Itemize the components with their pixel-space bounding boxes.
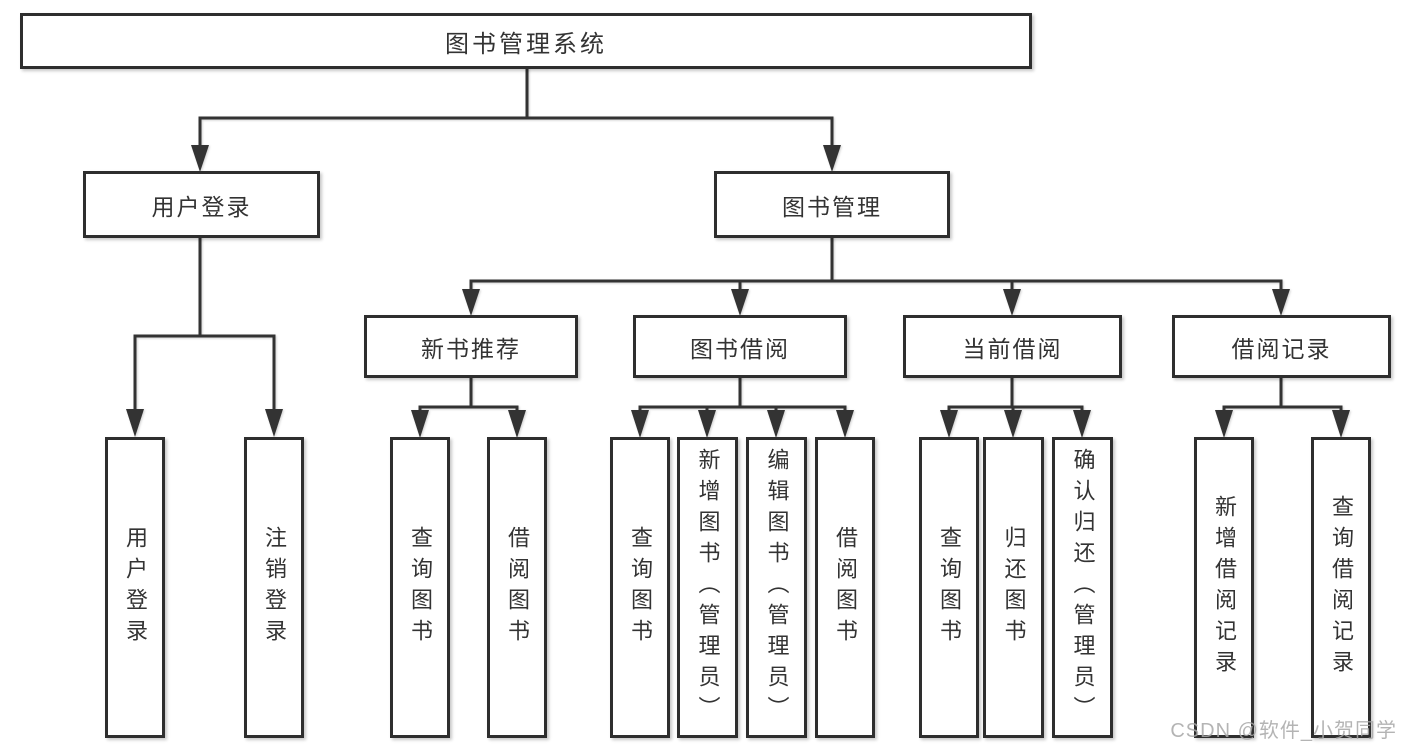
leaf-add-borrow-record: 新增借阅记录 bbox=[1194, 437, 1254, 738]
leaf-query-borrow-record: 查询借阅记录 bbox=[1311, 437, 1371, 738]
connector-book-management-to-level3 bbox=[462, 236, 1290, 316]
arrowhead bbox=[1332, 410, 1350, 438]
arrowhead bbox=[265, 409, 283, 437]
leaf-logout: 注销登录 bbox=[244, 437, 304, 738]
leaf-borrow-books-recommend: 借阅图书 bbox=[487, 437, 547, 738]
arrowhead bbox=[411, 410, 429, 438]
arrowhead bbox=[631, 410, 649, 438]
arrowhead bbox=[940, 410, 958, 438]
arrowhead bbox=[462, 289, 480, 316]
node-borrowing-records: 借阅记录 bbox=[1172, 315, 1391, 378]
node-current-borrowing: 当前借阅 bbox=[903, 315, 1122, 378]
arrowhead bbox=[126, 409, 144, 437]
leaf-return-books: 归还图书 bbox=[983, 437, 1044, 738]
leaf-confirm-return-admin: 确认归还（管理员） bbox=[1052, 437, 1113, 738]
arrowhead bbox=[1215, 410, 1233, 438]
leaf-add-books-admin: 新增图书（管理员） bbox=[677, 437, 738, 738]
node-user-login: 用户登录 bbox=[83, 171, 320, 238]
connector-root-to-level2 bbox=[191, 67, 841, 172]
connector-current-borrow-to-leaves bbox=[940, 376, 1091, 438]
arrowhead bbox=[1003, 289, 1021, 316]
connector-book-borrow-to-leaves bbox=[631, 376, 854, 438]
leaf-query-books-current: 查询图书 bbox=[919, 437, 979, 738]
leaf-borrow-books: 借阅图书 bbox=[815, 437, 875, 738]
arrowhead bbox=[1272, 289, 1290, 316]
arrowhead bbox=[731, 289, 749, 316]
arrowhead bbox=[191, 145, 209, 172]
node-new-book-recommendation: 新书推荐 bbox=[364, 315, 578, 378]
node-book-management: 图书管理 bbox=[714, 171, 950, 238]
arrowhead bbox=[836, 410, 854, 438]
csdn-watermark: CSDN @软件_小贺同学 bbox=[1170, 720, 1397, 742]
connector-user-login-to-leaves bbox=[126, 236, 283, 437]
arrowhead bbox=[1004, 410, 1022, 438]
leaf-edit-books-admin: 编辑图书（管理员） bbox=[746, 437, 807, 738]
arrowhead bbox=[823, 145, 841, 172]
connector-new-book-to-leaves bbox=[411, 376, 526, 438]
node-library-management-system: 图书管理系统 bbox=[20, 13, 1032, 69]
leaf-query-books-recommend: 查询图书 bbox=[390, 437, 450, 738]
connector-borrow-records-to-leaves bbox=[1215, 376, 1350, 438]
leaf-query-books-borrow: 查询图书 bbox=[610, 437, 670, 738]
arrowhead bbox=[1073, 410, 1091, 438]
node-book-borrowing: 图书借阅 bbox=[633, 315, 847, 378]
leaf-user-login: 用户登录 bbox=[105, 437, 165, 738]
arrowhead bbox=[767, 410, 785, 438]
arrowhead bbox=[508, 410, 526, 438]
arrowhead bbox=[698, 410, 716, 438]
